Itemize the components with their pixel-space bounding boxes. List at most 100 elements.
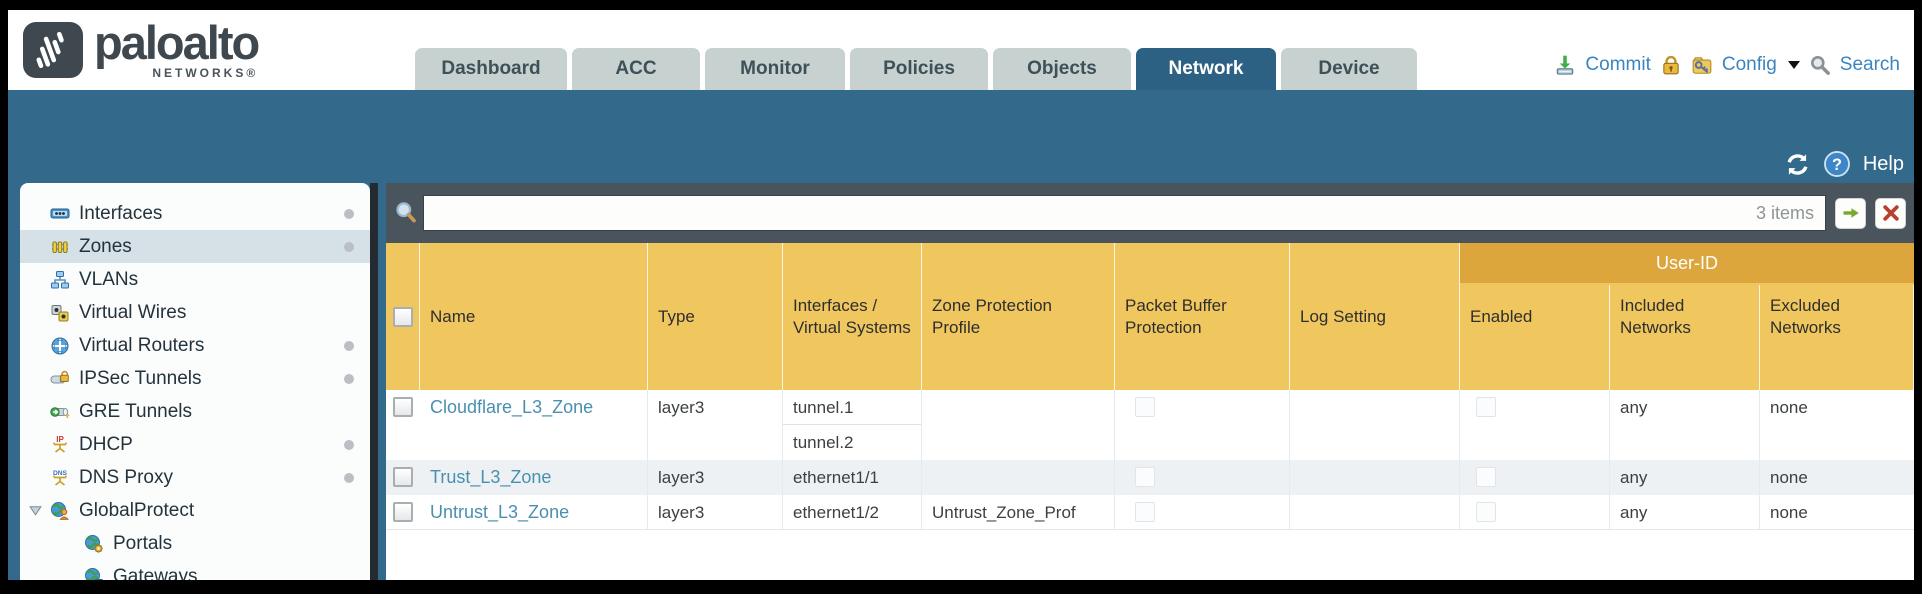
sidebar-item-globalprotect[interactable]: GlobalProtect	[20, 494, 370, 527]
user-id-enabled-checkbox[interactable]	[1476, 467, 1496, 487]
interface-value: tunnel.1	[783, 390, 921, 425]
excluded-networks-cell: none	[1770, 398, 1808, 417]
sidebar-item-gateways[interactable]: Gateways	[20, 560, 370, 580]
filter-input[interactable]	[423, 195, 1826, 231]
sidebar-item-portals[interactable]: Portals	[20, 527, 370, 560]
dns-proxy-icon: DNS	[50, 468, 70, 488]
virtual-wires-icon	[50, 303, 70, 323]
commit-icon	[1554, 54, 1576, 76]
header-checkbox-cell	[386, 243, 420, 390]
sidebar-item-virtual-wires[interactable]: Virtual Wires	[20, 296, 370, 329]
sidebar-item-label: Interfaces	[79, 202, 163, 224]
user-id-enabled-cell	[1460, 460, 1610, 495]
column-header-packet-buffer-protection[interactable]: Packet Buffer Protection	[1115, 243, 1290, 390]
refresh-icon[interactable]	[1784, 151, 1811, 178]
user-id-enabled-checkbox[interactable]	[1476, 502, 1496, 522]
sidebar-item-vlans[interactable]: VLANs	[20, 263, 370, 296]
sidebar-item-ipsec-tunnels[interactable]: IPSec Tunnels	[20, 362, 370, 395]
log-setting-cell	[1290, 390, 1460, 460]
user-id-enabled-cell	[1460, 495, 1610, 529]
included-networks-cell: any	[1610, 460, 1760, 495]
column-header-name[interactable]: Name	[420, 243, 648, 390]
zone-name-link[interactable]: Cloudflare_L3_Zone	[430, 397, 594, 417]
row-checkbox-cell	[386, 390, 420, 460]
sidebar-item-dhcp[interactable]: IP DHCP	[20, 428, 370, 461]
search-button[interactable]: Search	[1839, 54, 1900, 75]
sidebar-item-label: DHCP	[79, 433, 133, 455]
packet-buffer-checkbox[interactable]	[1135, 397, 1155, 417]
tab-network[interactable]: Network	[1136, 48, 1276, 90]
portals-icon	[84, 534, 104, 554]
row-checkbox[interactable]	[393, 502, 413, 522]
column-header-enabled[interactable]: Enabled	[1460, 243, 1610, 390]
sidebar-item-label: Virtual Wires	[79, 301, 187, 323]
sidebar-item-interfaces[interactable]: Interfaces	[20, 197, 370, 230]
tab-device[interactable]: Device	[1281, 48, 1417, 90]
help-icon[interactable]: ?	[1823, 150, 1851, 178]
dhcp-icon: IP	[50, 435, 70, 455]
zone-protection-cell	[922, 460, 1115, 495]
zone-name-link[interactable]: Trust_L3_Zone	[430, 467, 552, 487]
column-header-excluded-networks[interactable]: Excluded Networks	[1760, 243, 1914, 390]
help-label[interactable]: Help	[1862, 152, 1904, 175]
caret-down-icon[interactable]	[1787, 61, 1800, 69]
row-checkbox[interactable]	[393, 467, 413, 487]
status-dot	[344, 439, 354, 450]
tab-acc[interactable]: ACC	[572, 48, 700, 90]
user-id-enabled-checkbox[interactable]	[1476, 397, 1496, 417]
interfaces-icon	[50, 204, 70, 224]
sidebar-item-label: Zones	[79, 235, 132, 257]
column-header-type[interactable]: Type	[648, 243, 783, 390]
status-dot	[344, 208, 354, 219]
config-icon	[1691, 54, 1713, 76]
included-networks-cell: any	[1610, 390, 1760, 460]
help-row: ? Help	[1784, 150, 1904, 178]
sidebar-item-zones[interactable]: Zones	[20, 230, 370, 263]
interface-value: ethernet1/1	[793, 468, 880, 487]
tab-policies[interactable]: Policies	[850, 48, 988, 90]
zone-name-cell: Untrust_L3_Zone	[420, 495, 648, 529]
column-header-log-setting[interactable]: Log Setting	[1290, 243, 1460, 390]
interfaces-cell: ethernet1/1	[783, 460, 922, 495]
status-dot	[344, 472, 354, 483]
sidebar-item-gre-tunnels[interactable]: GRE Tunnels	[20, 395, 370, 428]
config-menu-button[interactable]: Config	[1721, 54, 1777, 75]
lock-icon[interactable]	[1660, 54, 1682, 76]
column-header-included-networks[interactable]: Included Networks	[1610, 243, 1760, 390]
excluded-networks-cell: none	[1770, 468, 1808, 487]
row-checkbox[interactable]	[393, 397, 413, 417]
logo-brand-text: paloalto	[94, 16, 260, 69]
items-count: 3 items	[1755, 203, 1814, 223]
column-header-zone-protection-profile[interactable]: Zone Protection Profile	[922, 243, 1115, 390]
paloalto-logo: paloalto NETWORKS®	[22, 16, 260, 80]
packet-buffer-checkbox[interactable]	[1135, 502, 1155, 522]
interface-value: tunnel.2	[793, 433, 854, 452]
packet-buffer-checkbox[interactable]	[1135, 467, 1155, 487]
zone-name-link[interactable]: Untrust_L3_Zone	[430, 502, 570, 522]
sidebar-splitter[interactable]	[370, 183, 378, 580]
status-dot	[344, 373, 354, 384]
sidebar-item-virtual-routers[interactable]: Virtual Routers	[20, 329, 370, 362]
column-header-interfaces-virtual-systems[interactable]: Interfaces / Virtual Systems	[783, 243, 922, 390]
included-networks-cell: any	[1610, 495, 1760, 529]
interfaces-cell: ethernet1/2	[783, 495, 922, 529]
apply-filter-button[interactable]	[1835, 197, 1866, 229]
header-utilities: Commit Config Search	[1554, 54, 1900, 76]
expand-triangle-icon[interactable]	[28, 503, 43, 518]
svg-text:?: ?	[1832, 156, 1842, 174]
clear-filter-button[interactable]	[1875, 197, 1906, 229]
zone-type-cell: layer3	[648, 460, 783, 495]
tab-objects[interactable]: Objects	[993, 48, 1131, 90]
tab-monitor[interactable]: Monitor	[705, 48, 845, 90]
select-all-checkbox[interactable]	[393, 306, 413, 327]
commit-button[interactable]: Commit	[1585, 54, 1651, 75]
filter-toolbar: 3 items	[386, 183, 1914, 243]
svg-text:DNS: DNS	[53, 470, 68, 477]
tab-dashboard[interactable]: Dashboard	[415, 48, 567, 90]
zone-name-cell: Cloudflare_L3_Zone	[420, 390, 648, 460]
